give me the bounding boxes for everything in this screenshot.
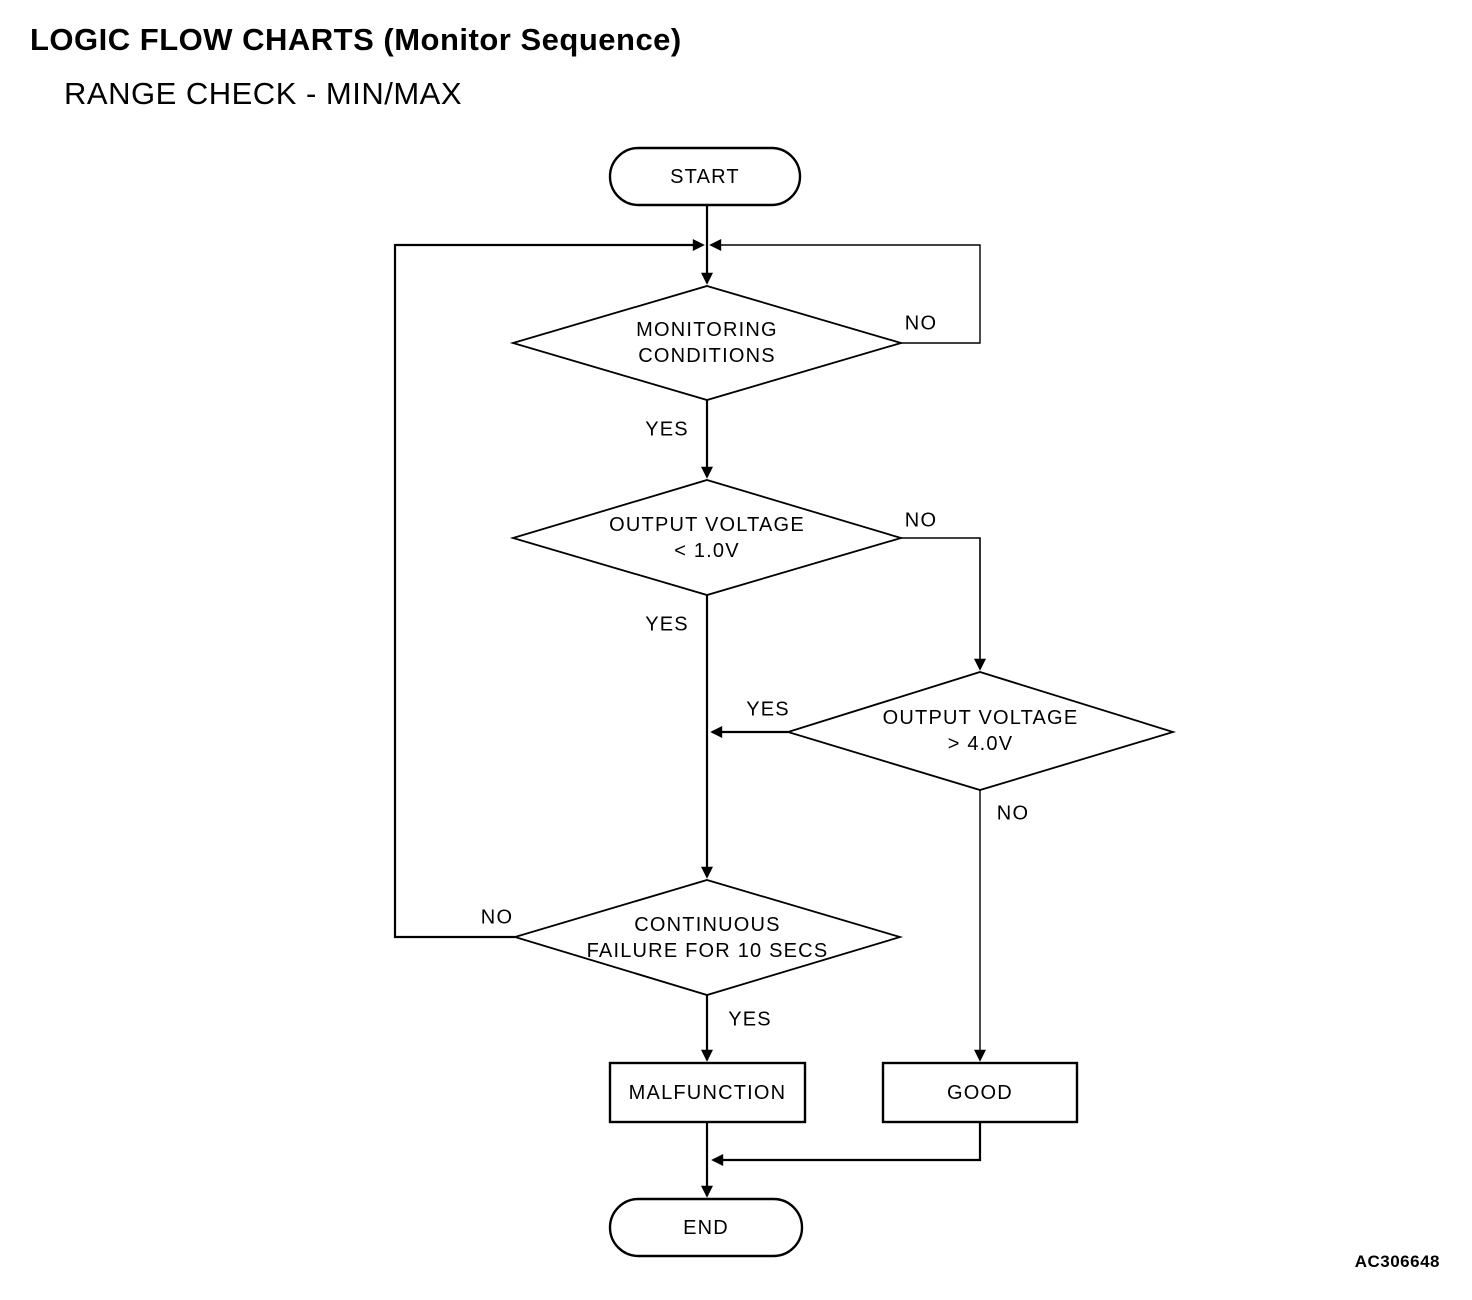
malfunction-node-label: MALFUNCTION — [628, 1081, 787, 1104]
voltage-min-yes-label: YES — [645, 613, 689, 636]
output-voltage-max-decision-shape — [784, 671, 1177, 791]
good-node-label: GOOD — [947, 1081, 1013, 1104]
edge-good-merge — [711, 1123, 982, 1166]
good-process-shape — [881, 1061, 1079, 1124]
monitoring-conditions-node-label: MONITORING CONDITIONS — [636, 319, 778, 367]
edge-monitoring-no-return — [709, 239, 981, 344]
start-terminator-shape — [608, 146, 802, 207]
continuous-no-label: NO — [480, 906, 514, 929]
chart-subtitle: RANGE CHECK - MIN/MAX — [64, 76, 463, 111]
continuous-failure-node-label: CONTINUOUS FAILURE FOR 10 SECS — [586, 913, 829, 962]
monitoring-conditions-decision-shape — [509, 285, 905, 401]
start-node-label: START — [670, 165, 740, 188]
edge-continuous-no-return — [393, 239, 705, 939]
voltage-max-no-label: NO — [996, 802, 1030, 825]
end-node-label: END — [683, 1216, 729, 1239]
voltage-min-no-label: NO — [904, 509, 938, 532]
voltage-max-yes-label: YES — [746, 698, 790, 721]
continuous-failure-decision-shape — [511, 879, 904, 996]
end-terminator-shape — [608, 1197, 804, 1258]
output-voltage-min-node-label: OUTPUT VOLTAGE < 1.0V — [609, 513, 805, 562]
edge-voltage-min-no — [901, 537, 986, 671]
monitoring-yes-label: YES — [645, 418, 689, 441]
output-voltage-max-node-label: OUTPUT VOLTAGE > 4.0V — [882, 707, 1079, 755]
output-voltage-min-decision-shape — [509, 479, 905, 596]
figure-code: AC306648 — [1354, 1252, 1440, 1271]
malfunction-process-shape — [608, 1061, 807, 1124]
page-title: LOGIC FLOW CHARTS (Monitor Sequence) — [30, 22, 682, 57]
monitoring-no-label: NO — [904, 312, 938, 335]
continuous-yes-label: YES — [728, 1008, 772, 1031]
